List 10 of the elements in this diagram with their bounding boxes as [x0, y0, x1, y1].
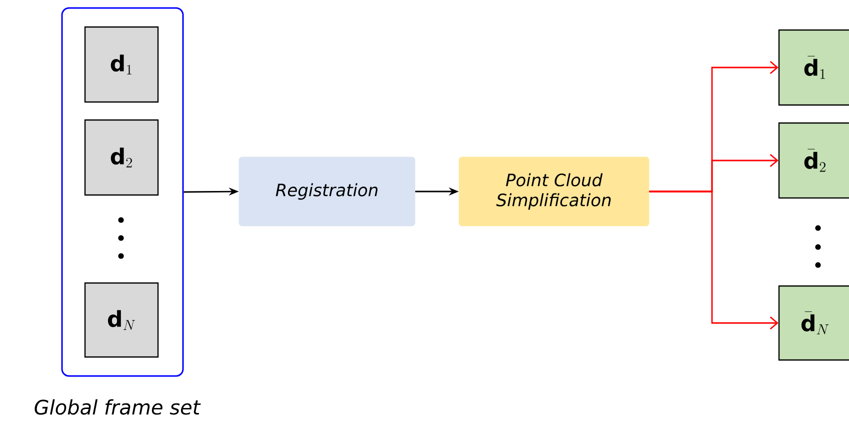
- process-box: Point Cloud Simplification: [458, 156, 650, 226]
- frame-label: $\mathbf{d}_2$: [110, 148, 132, 168]
- frame-label: $\mathbf{d}_1$: [110, 54, 132, 74]
- frame-label: $\bar{\mathbf{d}}_2$: [804, 148, 826, 172]
- arrow: [649, 190, 778, 330]
- frame-label: $\mathbf{d}_N$: [108, 310, 136, 330]
- frame-label: $\bar{\mathbf{d}}_N$: [801, 311, 829, 334]
- frame-label: $\bar{\mathbf{d}}_1$: [804, 56, 825, 79]
- group-label: Global frame set: [34, 399, 201, 415]
- process-box: Registration: [238, 156, 416, 226]
